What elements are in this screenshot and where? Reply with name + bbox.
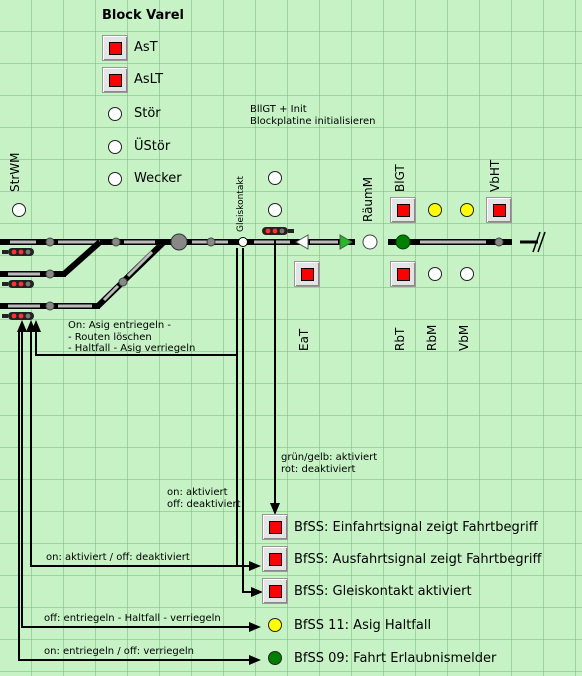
label-rbt: RbT <box>393 327 407 351</box>
note-asig: On: Asig entriegeln - - Routen löschen -… <box>68 320 196 354</box>
note-entriegeln-haltfall: off: entriegeln - Haltfall - verriegeln <box>44 613 221 624</box>
signal-icon <box>2 280 34 288</box>
bfss-label: BfSS: Ausfahrtsignal zeigt Fahrtbegriff <box>294 552 542 567</box>
label-vbht: VbHT <box>488 159 502 192</box>
lamp-lower <box>268 203 282 217</box>
signal-icon <box>2 248 34 256</box>
red-indicator-icon <box>269 585 282 598</box>
label-eat: EaT <box>297 328 311 351</box>
lamp-upper <box>268 171 282 185</box>
signal-icon <box>2 312 34 320</box>
bfss-label: BfSS 09: Fahrt Erlaubnismelder <box>294 651 497 666</box>
bfss-green-lamp <box>268 651 282 665</box>
red-indicator-icon <box>109 74 122 87</box>
lamp-stör <box>108 107 122 121</box>
note-entriegeln-verriegeln: on: entriegeln / off: verriegeln <box>44 646 195 657</box>
signal-icon <box>262 227 294 235</box>
note-on-aktiviert: on: aktiviert / off: deaktiviert <box>46 552 190 563</box>
lamp-üstör <box>108 140 122 154</box>
lamp-wecker <box>108 172 122 186</box>
yellow-lamp <box>428 203 442 217</box>
note-on-off: on: aktiviert off: deaktiviert <box>167 487 241 510</box>
red-indicator-icon <box>397 204 410 217</box>
label-vbm: VbM <box>457 324 471 351</box>
green-track-lamp <box>395 234 411 250</box>
arrow-left-icon <box>295 234 309 250</box>
raeum-lamp <box>362 234 378 250</box>
bfss-button[interactable] <box>262 514 288 540</box>
top-control-label: AsLT <box>134 72 164 87</box>
button-aslt[interactable] <box>102 67 128 93</box>
bfss-label: BfSS 11: Asig Haltfall <box>294 618 432 633</box>
turnout-joint[interactable] <box>170 233 188 251</box>
init-note: BllGT + Init Blockplatine initialisieren <box>250 104 376 127</box>
label-blgt: BlGT <box>393 164 407 192</box>
bfss-yellow-lamp <box>268 618 282 632</box>
rbm-lamp <box>428 267 442 281</box>
rbt-button[interactable] <box>390 261 416 287</box>
arrowheads <box>17 320 280 665</box>
red-indicator-icon <box>269 553 282 566</box>
red-indicator-icon <box>109 42 122 55</box>
red-indicator-icon <box>493 204 506 217</box>
yellow-lamp <box>460 203 474 217</box>
note-gruen: grün/gelb: aktiviert rot: deaktiviert <box>281 452 378 475</box>
bfss-label: BfSS: Gleiskontakt aktiviert <box>294 584 472 599</box>
label-raeumm: RäumM <box>361 176 375 222</box>
label-strwm: StrWM <box>8 152 22 192</box>
wires <box>18 240 276 661</box>
button-ast[interactable] <box>102 35 128 61</box>
bfss-button[interactable] <box>262 578 288 604</box>
track-2 <box>0 239 102 277</box>
blgt-button[interactable] <box>390 197 416 223</box>
arrow-right-icon <box>339 234 353 250</box>
eat-button[interactable] <box>294 261 320 287</box>
top-control-label: Wecker <box>134 171 182 186</box>
red-indicator-icon <box>397 268 410 281</box>
label-rbm: RbM <box>425 324 439 351</box>
top-control-label: AsT <box>134 40 158 55</box>
top-control-label: Stör <box>134 106 161 121</box>
label-gleiskontakt: Gleiskontakt <box>236 175 246 232</box>
top-control-label: ÜStör <box>134 139 171 154</box>
bfss-label: BfSS: Einfahrtsignal zeigt Fahrtbegriff <box>294 520 538 535</box>
red-indicator-icon <box>269 521 282 534</box>
block-title: Block Varel <box>102 8 184 23</box>
gleiskontakt-point[interactable] <box>238 237 248 247</box>
strwm-lamp <box>12 203 26 217</box>
bfss-button[interactable] <box>262 546 288 572</box>
red-indicator-icon <box>301 268 314 281</box>
vbm-lamp <box>460 267 474 281</box>
vbht-button[interactable] <box>486 197 512 223</box>
